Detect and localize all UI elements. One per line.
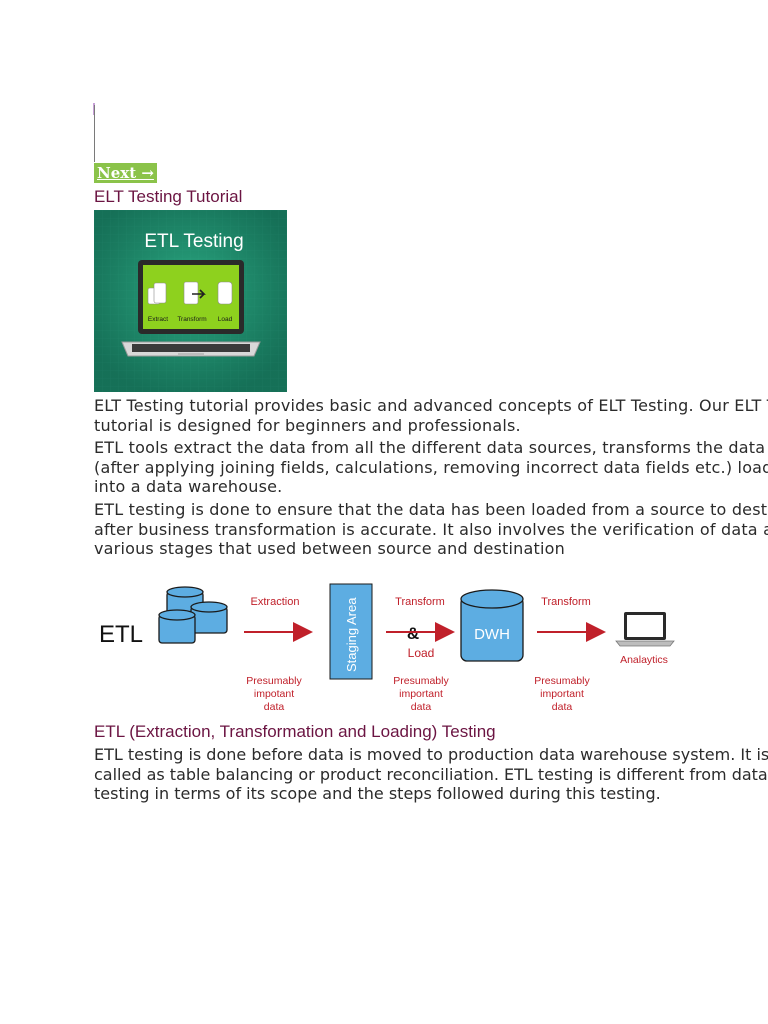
note-3-line: data <box>552 701 573 713</box>
thumbnail-step-transform: Transform <box>177 316 206 323</box>
etl-tools-line: (after applying joining fields, calculat… <box>94 457 768 477</box>
etl-testing-paragraph: ETL testing is done to ensure that the d… <box>94 500 768 559</box>
analytics-label: Analaytics <box>620 654 668 666</box>
dwh-database-icon <box>460 589 524 662</box>
section-2-line: ETL testing is done before data is moved… <box>94 745 768 764</box>
note-2-line: important <box>399 688 443 700</box>
transform-label-2: Transform <box>541 596 591 608</box>
extract-db-icon <box>147 282 167 305</box>
section-title: ELT Testing Tutorial <box>94 187 243 206</box>
analytics-laptop-icon <box>615 612 675 647</box>
etl-flow-diagram: ETL Extraction Staging Area Transform & … <box>99 583 675 713</box>
laptop-keyboard <box>132 344 250 352</box>
load-label: Load <box>408 646 435 660</box>
intro-paragraph: ELT Testing tutorial provides basic and … <box>94 396 768 435</box>
section-2-line: testing in terms of its scope and the st… <box>94 784 661 804</box>
note-3-line: important <box>540 688 584 700</box>
etl-testing-line: after business transformation is accurat… <box>94 519 768 539</box>
section-2-paragraph: ETL testing is done before data is moved… <box>94 745 768 804</box>
laptop-trackpad <box>178 353 204 356</box>
load-db-icon <box>217 281 233 305</box>
note-1-line: impotant <box>254 688 294 700</box>
staging-area-label: Staging Area <box>344 597 359 672</box>
etl-tools-line: ETL tools extract the data from all the … <box>94 438 768 457</box>
intro-line: tutorial is designed for beginners and p… <box>94 415 521 435</box>
intro-line: ELT Testing tutorial provides basic and … <box>94 396 768 415</box>
etl-tools-paragraph: ETL tools extract the data from all the … <box>94 438 768 497</box>
note-1-line: Presumably <box>246 675 302 687</box>
ampersand-label: & <box>407 624 419 643</box>
dwh-label: DWH <box>474 626 510 643</box>
note-2-line: Presumably <box>393 675 449 687</box>
note-3-line: Presumably <box>534 675 590 687</box>
etl-label: ETL <box>99 621 143 648</box>
vertical-rule <box>94 105 95 162</box>
thumbnail-title: ETL Testing <box>144 231 243 252</box>
extraction-label: Extraction <box>251 596 300 608</box>
etl-testing-thumbnail: ETL Testing Extract Transform Load <box>94 210 287 392</box>
section-2-line: called as table balancing or product rec… <box>94 764 768 784</box>
note-2-line: data <box>411 701 432 713</box>
source-databases-icon <box>158 586 228 644</box>
staging-area-box <box>329 583 373 680</box>
transform-label-1: Transform <box>395 596 445 608</box>
note-1-line: data <box>264 701 285 713</box>
section-2-title: ETL (Extraction, Transformation and Load… <box>94 722 496 741</box>
etl-testing-line: various stages that used between source … <box>94 539 565 559</box>
thumbnail-step-extract: Extract <box>148 316 168 323</box>
etl-testing-line: ETL testing is done to ensure that the d… <box>94 500 768 519</box>
thumbnail-step-load: Load <box>218 316 233 323</box>
transform-db-icon <box>183 281 206 305</box>
etl-tools-line: into a data warehouse. <box>94 477 283 497</box>
next-button[interactable]: Next → <box>94 163 157 183</box>
